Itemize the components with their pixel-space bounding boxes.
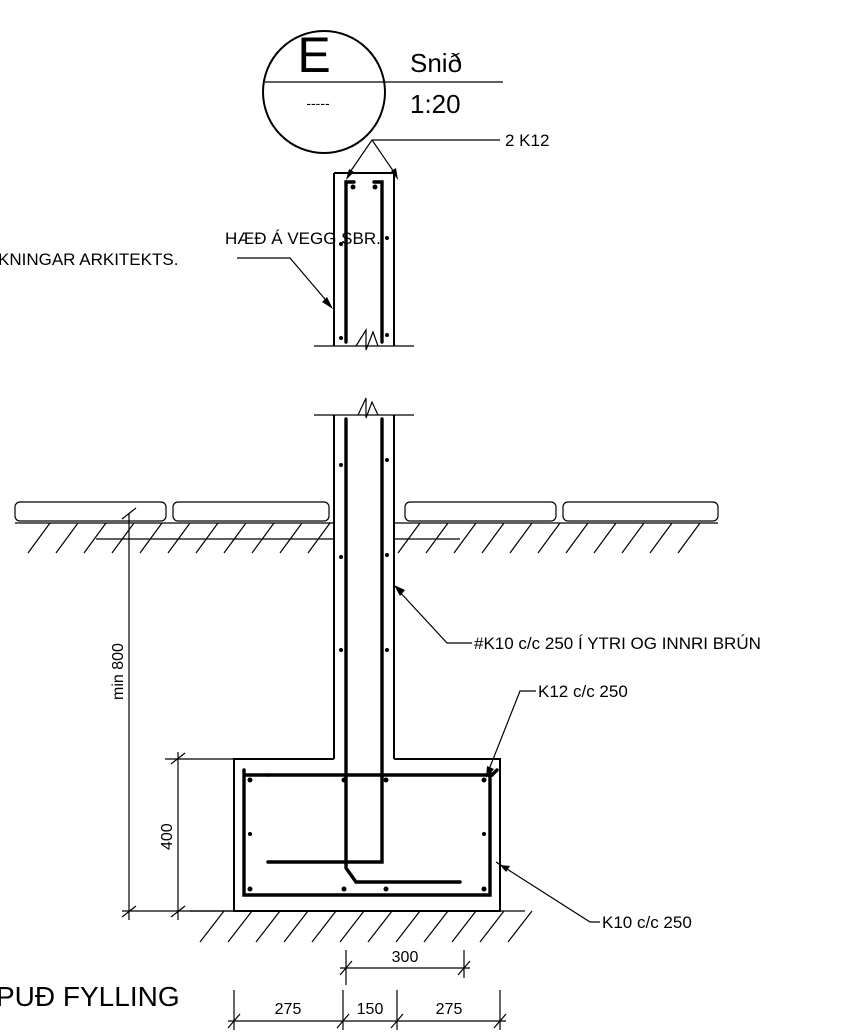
callout-wall-mesh-label: #K10 c/c 250 Í YTRI OG INNRI BRÚN: [474, 634, 761, 653]
dim-tick: [339, 960, 353, 976]
dim-tick: [227, 1013, 241, 1029]
mesh-dot: [385, 458, 389, 462]
surface-slab: [172, 501, 330, 522]
rebar-dot: [248, 832, 252, 836]
dim-footing-height-label: 400: [159, 823, 176, 850]
footing-top-bar-hook: [490, 768, 499, 777]
dimension-footing-height: 400: [159, 752, 234, 920]
mesh-dot: [339, 648, 343, 652]
callout-top-bars: 2 K12: [346, 131, 549, 180]
callout-top-bars-label: 2 K12: [505, 131, 549, 150]
leader-line: [487, 690, 536, 773]
dimension-bottom-chain: 275 150 275: [227, 990, 507, 1030]
callout-wall-mesh: #K10 c/c 250 Í YTRI OG INNRI BRÚN: [394, 585, 761, 653]
mesh-dot: [339, 463, 343, 467]
wall-height-line-1: HÆÐ Á VEGG SBR.: [225, 229, 381, 248]
footing: [190, 758, 533, 943]
leader-line: [495, 861, 600, 923]
mesh-dot: [385, 648, 389, 652]
mesh-dot: [339, 555, 343, 559]
section-scale: 1:20: [410, 89, 461, 119]
dim-tick: [390, 1013, 404, 1029]
top-bar-dot: [372, 184, 378, 190]
rebar-dot: [481, 886, 487, 892]
lower-wall: [266, 397, 462, 884]
leader-line: [237, 257, 331, 306]
upper-wall-outer-bar: [344, 180, 356, 344]
mesh-dot: [385, 333, 389, 337]
dim-seg-right-label: 275: [436, 1001, 463, 1018]
lower-wall-outer-bar: [344, 417, 358, 884]
leader-line: [397, 589, 472, 644]
leader-arrow: [486, 766, 494, 778]
dim-tick: [170, 905, 186, 918]
rebar-dot: [383, 777, 389, 783]
dim-tick: [493, 1013, 507, 1029]
leader-line: [371, 139, 397, 176]
lower-wall-inner-bar: [266, 417, 384, 864]
footing-stirrup: [242, 768, 492, 897]
leader-arrow: [394, 585, 405, 596]
section-sheet-ref: -----: [306, 95, 330, 111]
leader-arrow: [346, 169, 354, 180]
callout-footing-top: K12 c/c 250: [486, 682, 628, 778]
section-marker-circle: [262, 30, 386, 154]
leader-line: [347, 139, 500, 176]
rebar-dot: [341, 886, 347, 892]
dim-depth-label: min 800: [110, 643, 127, 700]
rebar-dot: [482, 832, 486, 836]
dim-wall-width-label: 300: [392, 949, 419, 966]
dimension-depth: min 800: [110, 507, 234, 920]
callout-footing-top-label: K12 c/c 250: [538, 682, 628, 701]
upper-wall-break-symbol: [355, 327, 379, 351]
leader-arrow: [322, 297, 333, 309]
dim-tick: [121, 507, 137, 520]
surface-slab: [404, 501, 557, 522]
upper-wall-inner-bar: [372, 180, 384, 344]
section-title: Snið: [410, 48, 462, 78]
fill-note: PUÐ FYLLING: [0, 981, 180, 1012]
callout-footing-bottom: K10 c/c 250: [495, 861, 692, 932]
dimension-wall-width: 300: [339, 949, 471, 985]
base-hatch: [199, 910, 533, 943]
surface-slab: [562, 501, 719, 522]
mesh-dot: [339, 242, 343, 246]
mesh-dot: [339, 336, 343, 340]
rebar-dot: [247, 777, 253, 783]
upper-wall: [314, 172, 414, 351]
top-bar-dot: [350, 184, 356, 190]
surface-slab: [14, 501, 167, 522]
leader-arrow: [500, 865, 510, 872]
section-letter: E: [297, 27, 330, 83]
callout-wall-height: HÆÐ Á VEGG SBR. KNINGAR ARKITEKTS.: [0, 229, 381, 309]
dim-seg-left-label: 275: [275, 1001, 302, 1018]
ground-hatch-left: [27, 522, 331, 554]
mesh-dot: [385, 553, 389, 557]
ground-hatch-right: [397, 522, 701, 554]
callout-footing-bottom-label: K10 c/c 250: [602, 913, 692, 932]
ground-level: [14, 501, 719, 554]
wall-height-line-2: KNINGAR ARKITEKTS.: [0, 250, 178, 269]
rebar-dot: [481, 777, 487, 783]
rebar-dot: [341, 777, 347, 783]
lower-wall-break-symbol: [357, 397, 379, 419]
rebar-dot: [247, 886, 253, 892]
dim-tick: [336, 1013, 350, 1029]
mesh-dot: [385, 236, 389, 240]
section-marker: E ----- Snið 1:20: [262, 27, 503, 154]
leader-arrow: [391, 168, 398, 180]
dim-tick: [457, 960, 471, 976]
rebar-dot: [383, 886, 389, 892]
dim-seg-mid-label: 150: [357, 1001, 384, 1018]
footing-outline: [233, 758, 501, 912]
